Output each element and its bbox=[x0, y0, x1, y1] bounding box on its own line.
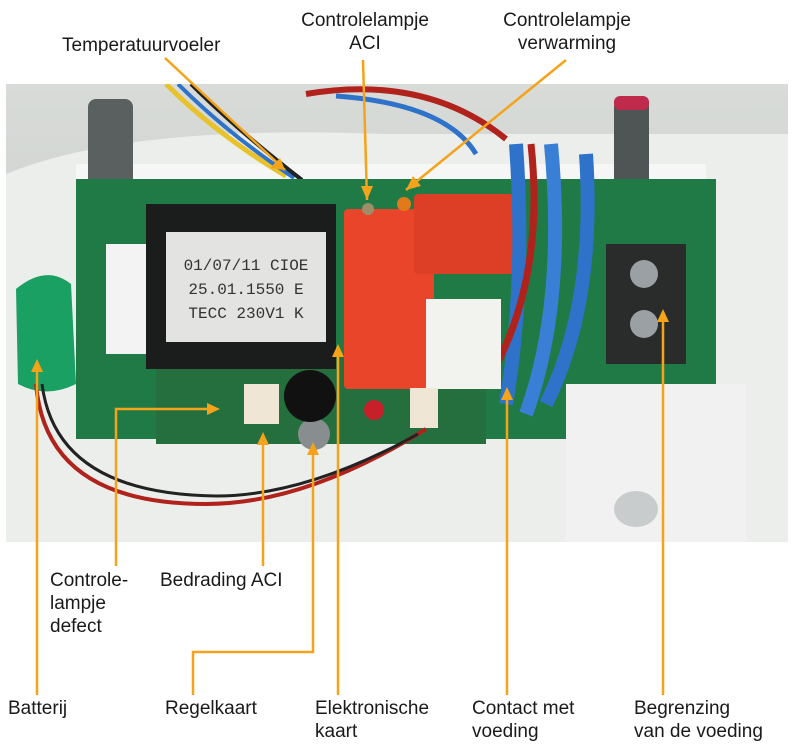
sticker-line-3: TECC 230V1 K bbox=[188, 305, 304, 323]
arrow-batterij bbox=[31, 359, 43, 372]
label-temperatuurvoeler: Temperatuurvoeler bbox=[62, 34, 220, 57]
label-controlelampje-defect-line1: Controle- bbox=[50, 570, 129, 591]
label-controlelampje-aci-line2: ACI bbox=[349, 33, 381, 54]
led-verwarming bbox=[397, 197, 411, 211]
arrow-controlelampje-defect bbox=[207, 403, 220, 415]
label-contact-met-voeding-line2: voeding bbox=[472, 721, 539, 742]
label-controlelampje-defect-line3: defect bbox=[50, 616, 102, 637]
transformer-sticker bbox=[166, 232, 326, 342]
label-regelkaart-text: Regelkaart bbox=[165, 698, 257, 719]
leader-temperatuurvoeler bbox=[164, 57, 286, 171]
battery bbox=[16, 275, 76, 392]
led-aci bbox=[362, 203, 374, 215]
label-controlelampje-verwarming-line2: verwarming bbox=[517, 33, 617, 54]
label-contact-met-voeding-line1: Contact met bbox=[472, 698, 575, 719]
power-wire-2 bbox=[519, 143, 563, 417]
battery-wire-black bbox=[40, 383, 419, 498]
left-post bbox=[88, 99, 133, 189]
arrow-bedrading-aci bbox=[257, 432, 269, 445]
label-begrenzing-line2: van de voeding bbox=[634, 721, 763, 742]
arrow-temperatuurvoeler bbox=[270, 158, 285, 170]
small-connector bbox=[410, 388, 438, 428]
relay-small bbox=[414, 194, 514, 274]
power-wire-3 bbox=[539, 153, 595, 408]
label-elektronische-kaart-line2: kaart bbox=[315, 721, 358, 742]
top-wire-blue bbox=[335, 93, 479, 156]
housing-hole bbox=[614, 491, 658, 527]
sticker-line-1: 01/07/11 CIOE bbox=[184, 257, 309, 275]
label-elektronische-kaart: Elektronische kaart bbox=[315, 697, 429, 743]
red-button bbox=[364, 400, 384, 420]
label-controlelampje-verwarming: Controlelampje verwarming bbox=[482, 9, 652, 55]
terminal-screw-2 bbox=[630, 310, 658, 338]
arrow-regelkaart bbox=[307, 442, 319, 455]
aci-connector bbox=[244, 384, 279, 424]
device-photo: 01/07/11 CIOE 25.01.1550 E TECC 230V1 K bbox=[6, 84, 788, 542]
right-post-cap bbox=[614, 96, 649, 110]
terminal-screw-1 bbox=[630, 260, 658, 288]
label-batterij-text: Batterij bbox=[8, 698, 68, 719]
label-elektronische-kaart-line1: Elektronische bbox=[315, 698, 430, 719]
arrow-controlelampje-verwarming bbox=[406, 176, 421, 190]
leader-controlelampje-defect bbox=[114, 407, 214, 566]
leader-regelkaart bbox=[191, 448, 315, 695]
arrow-controlelampje-aci bbox=[361, 186, 373, 200]
arrow-contact-met-voeding bbox=[501, 387, 513, 400]
power-connector bbox=[426, 299, 501, 389]
leader-controlelampje-aci bbox=[361, 59, 369, 201]
label-controlelampje-aci-line1: Controlelampje bbox=[301, 10, 429, 31]
label-controlelampje-aci: Controlelampje ACI bbox=[280, 9, 450, 55]
control-knob bbox=[284, 370, 336, 422]
label-temperatuurvoeler-text: Temperatuurvoeler bbox=[62, 35, 221, 56]
sensor-wire-yellow bbox=[164, 84, 288, 179]
right-post bbox=[614, 99, 649, 189]
label-begrenzing: Begrenzing van de voeding bbox=[634, 697, 763, 743]
label-batterij: Batterij bbox=[8, 697, 67, 720]
label-contact-met-voeding: Contact met voeding bbox=[472, 697, 574, 743]
label-controlelampje-verwarming-line1: Controlelampje bbox=[503, 10, 631, 31]
power-wire-1 bbox=[499, 143, 527, 406]
label-begrenzing-line1: Begrenzing bbox=[634, 698, 731, 719]
relay-large bbox=[344, 209, 434, 389]
label-bedrading-aci-text: Bedrading ACI bbox=[160, 570, 283, 591]
arrow-elektronische-kaart bbox=[332, 344, 344, 357]
label-bedrading-aci: Bedrading ACI bbox=[160, 569, 283, 592]
pcb-connector bbox=[106, 244, 146, 354]
sticker-line-2: 25.01.1550 E bbox=[188, 281, 303, 299]
arrow-begrenzing bbox=[657, 309, 669, 322]
label-controlelampje-defect: Controle- lampje defect bbox=[50, 569, 128, 638]
label-regelkaart: Regelkaart bbox=[165, 697, 257, 720]
battery-wire-red bbox=[34, 383, 428, 507]
capacitor bbox=[298, 418, 330, 450]
label-controlelampje-defect-line2: lampje bbox=[50, 593, 106, 614]
leader-controlelampje-verwarming bbox=[405, 59, 567, 191]
